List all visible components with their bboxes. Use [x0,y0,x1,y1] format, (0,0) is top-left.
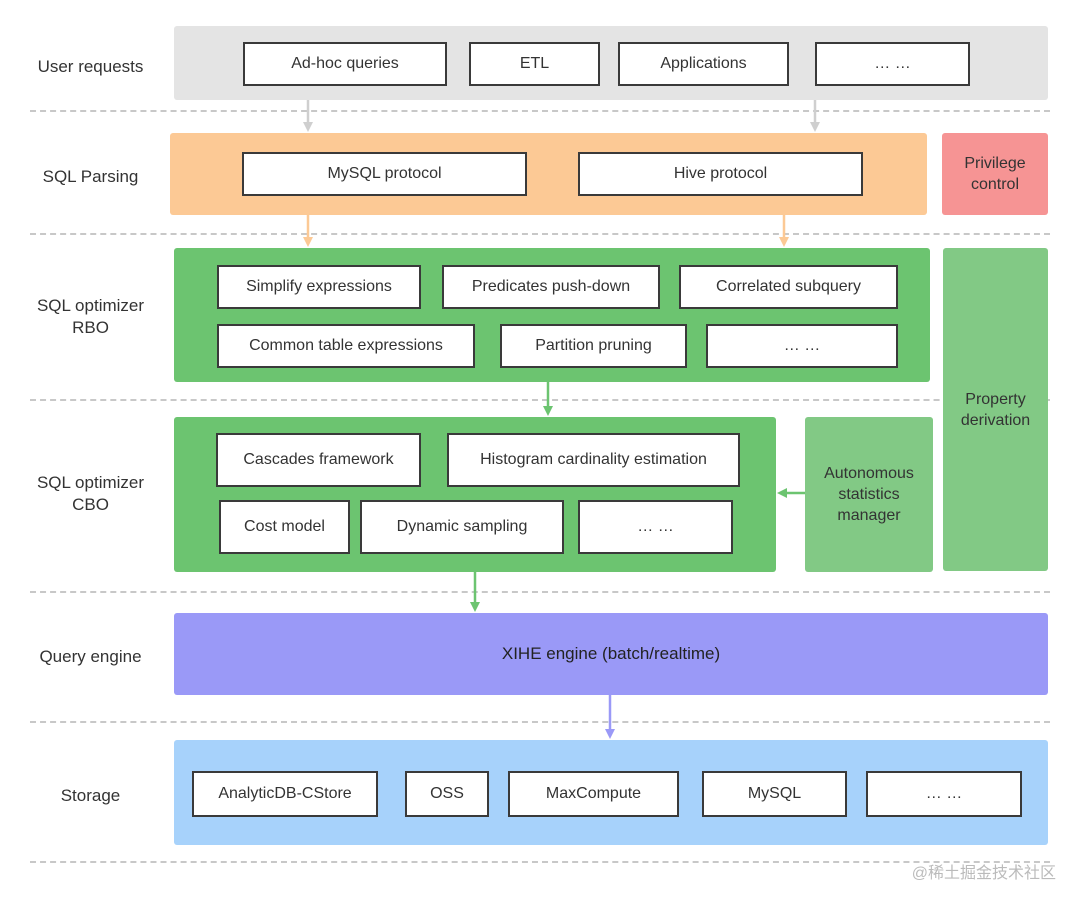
correlated-subquery-box: Correlated subquery [679,265,898,309]
oss-box: OSS [405,771,489,817]
hive-protocol-box: Hive protocol [578,152,863,196]
property-derivation-line1: Property [965,390,1026,408]
more-cbo-components-box: … … [578,500,733,554]
layer-separator [30,861,1050,863]
autostats-line3: manager [837,507,901,524]
cascades-framework-box: Cascades framework [216,433,421,487]
etl-box: ETL [469,42,600,86]
applications-box: Applications [618,42,789,86]
autostats-line2: statistics [838,486,900,503]
simplify-expressions-box: Simplify expressions [217,265,421,309]
dynamic-sampling-box: Dynamic sampling [360,500,564,554]
layer-separator [30,110,1050,112]
layer-separator [30,233,1050,235]
autostats-line1: Autonomous [824,465,914,482]
layer-label-user-requests: User requests [37,57,144,76]
layer-label-storage: Storage [60,786,121,805]
property-derivation-box: Property derivation [943,248,1048,571]
cost-model-box: Cost model [219,500,350,554]
layer-label-rbo-line1: SQL optimizer [36,296,145,315]
property-derivation-line2: derivation [960,411,1031,429]
common-table-expressions-box: Common table expressions [217,324,475,368]
maxcompute-box: MaxCompute [508,771,679,817]
mysql-protocol-box: MySQL protocol [242,152,527,196]
privilege-control-box: Privilege control [942,133,1048,215]
layer-label-cbo: SQL optimizer CBO [18,471,163,517]
xihe-engine-band: XIHE engine (batch/realtime) [174,613,1048,695]
more-storage-box: … … [866,771,1022,817]
more-requests-box: … … [815,42,970,86]
layer-separator [30,591,1050,593]
layer-separator [30,399,1050,401]
layer-label-cbo-line2: CBO [72,495,109,514]
layer-label-sql-parsing: SQL Parsing [42,167,139,186]
predicates-push-down-box: Predicates push-down [442,265,660,309]
layer-separator [30,721,1050,723]
layer-label-rbo: SQL optimizer RBO [18,294,163,340]
layer-label-query-engine: Query engine [39,647,142,666]
histogram-cardinality-estimation-box: Histogram cardinality estimation [447,433,740,487]
autonomous-statistics-manager-box: Autonomous statistics manager [805,417,933,572]
partition-pruning-box: Partition pruning [500,324,687,368]
layer-label-rbo-line2: RBO [72,318,109,337]
privilege-control-line1: Privilege [964,155,1026,172]
ad-hoc-queries-box: Ad-hoc queries [243,42,447,86]
watermark: @稀土掘金技术社区 [911,865,1056,882]
more-rbo-rules-box: … … [706,324,898,368]
privilege-control-line2: control [970,176,1020,193]
analyticdb-cstore-box: AnalyticDB-CStore [192,771,378,817]
layer-label-cbo-line1: SQL optimizer [36,473,145,492]
mysql-storage-box: MySQL [702,771,847,817]
